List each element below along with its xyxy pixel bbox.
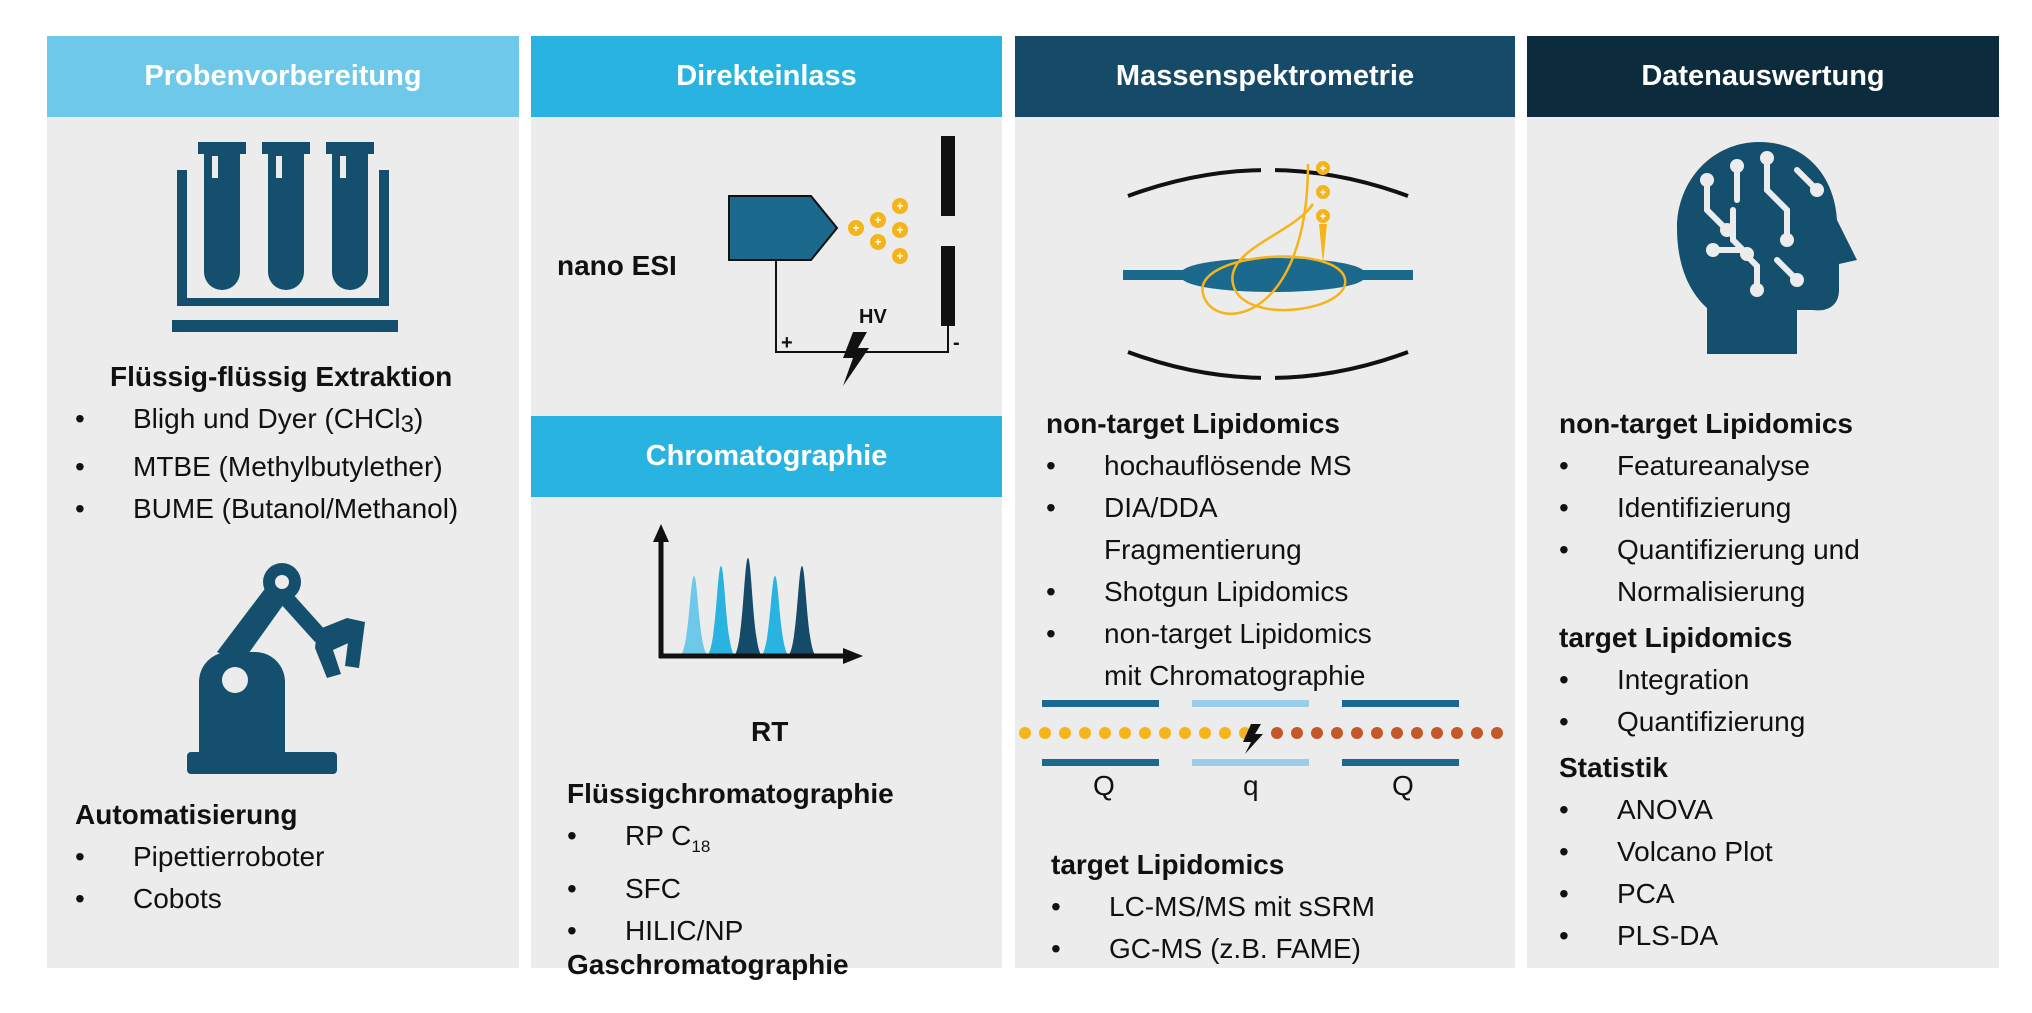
list-item: non-target Lipidomics mit Chromatographi… xyxy=(1046,613,1404,697)
section-statistik: Statistik xyxy=(1559,747,1668,789)
list-item: Integration xyxy=(1559,659,1805,701)
list-item: RP C18 xyxy=(567,815,743,868)
extraktion-list: Bligh und Dyer (CHCl3) MTBE (Methylbutyl… xyxy=(75,398,458,530)
section-title: target Lipidomics xyxy=(1051,849,1285,880)
section-title: target Lipidomics xyxy=(1559,622,1793,653)
list-item: Shotgun Lipidomics xyxy=(1046,571,1426,613)
triple-quadrupole-icon xyxy=(1019,700,1503,766)
section-target-ms: target Lipidomics xyxy=(1051,844,1284,886)
hv-label: HV xyxy=(859,306,887,328)
rt-axis-label: RT xyxy=(751,716,789,747)
non-target-daten-list: Featureanalyse Identifizierung Quantifiz… xyxy=(1559,445,1907,613)
column-header-chromatographie: Chromatographie xyxy=(531,416,1002,497)
list-item: PCA xyxy=(1559,873,1773,915)
list-item: ANOVA xyxy=(1559,789,1773,831)
list-item: Volcano Plot xyxy=(1559,831,1773,873)
section-title: Statistik xyxy=(1559,752,1668,783)
list-item: Quantifizierung xyxy=(1559,701,1805,743)
column-header-datenauswertung: Datenauswertung xyxy=(1527,36,1999,117)
chromatogram-icon xyxy=(653,524,863,664)
list-item: MTBE (Methylbutylether) xyxy=(75,446,458,488)
list-item: PLS-DA xyxy=(1559,915,1773,957)
target-ms-list: LC-MS/MS mit sSRM GC-MS (z.B. FAME) xyxy=(1051,886,1375,970)
nano-esi-diagram: + + + + + + xyxy=(728,136,955,386)
list-item: Identifizierung xyxy=(1559,487,1907,529)
test-tubes-icon xyxy=(172,142,398,332)
section-title: Automatisierung xyxy=(75,799,298,830)
svg-text:+: + xyxy=(896,199,903,213)
quad-label-q3: Q xyxy=(1392,770,1414,801)
section-gaschromatographie: Gaschromatographie xyxy=(567,944,849,986)
ion-icon xyxy=(848,198,908,264)
svg-text:+: + xyxy=(852,221,859,235)
minus-label: - xyxy=(953,332,960,354)
non-target-ms-list: hochauflösende MS DIA/DDA Fragmentierung… xyxy=(1046,445,1426,697)
list-item: SFC xyxy=(567,868,743,910)
list-item: Quantifizierung und Normalisierung xyxy=(1559,529,1907,613)
section-automatisierung: Automatisierung xyxy=(75,794,297,836)
quad-label-q2: q xyxy=(1243,770,1259,801)
column-header-probenvorbereitung: Probenvorbereitung xyxy=(47,36,519,117)
list-item: Bligh und Dyer (CHCl3) xyxy=(75,398,458,446)
svg-text:+: + xyxy=(1320,211,1326,223)
list-item: LC-MS/MS mit sSRM xyxy=(1051,886,1375,928)
quad-label-q1: Q xyxy=(1093,770,1115,801)
ion-beam xyxy=(1019,727,1251,739)
list-item: Pipettierroboter xyxy=(75,836,324,878)
statistik-list: ANOVA Volcano Plot PCA PLS-DA xyxy=(1559,789,1773,957)
section-title: non-target Lipidomics xyxy=(1046,408,1340,439)
section-title: Flüssigchromatographie xyxy=(567,778,894,809)
brain-head-icon xyxy=(1677,142,1857,354)
section-title: Flüssig-flüssig Extraktion xyxy=(110,361,453,392)
lightning-icon xyxy=(1243,724,1263,754)
list-item: hochauflösende MS xyxy=(1046,445,1426,487)
automatisierung-list: Pipettierroboter Cobots xyxy=(75,836,324,920)
list-item: DIA/DDA Fragmentierung xyxy=(1046,487,1344,571)
list-item: Featureanalyse xyxy=(1559,445,1907,487)
section-title: Gaschromatographie xyxy=(567,949,849,980)
column-probenvorbereitung: Probenvorbereitung Flüssig-flüssig Extra… xyxy=(47,36,519,968)
section-extraktion: Flüssig-flüssig Extraktion xyxy=(110,356,452,398)
svg-text:+: + xyxy=(896,223,903,237)
column-header-massenspektrometrie: Massenspektrometrie xyxy=(1015,36,1515,117)
target-daten-list: Integration Quantifizierung xyxy=(1559,659,1805,743)
column-header-direkteinlass: Direkteinlass xyxy=(531,36,1002,117)
plus-label: + xyxy=(781,332,793,354)
list-item: HILIC/NP xyxy=(567,910,743,952)
column-datenauswertung: Datenauswertung non-target Lipidomics Fe… xyxy=(1527,36,1999,968)
svg-text:+: + xyxy=(874,213,881,227)
section-fluessigchromatographie: Flüssigchromatographie xyxy=(567,773,894,815)
svg-text:+: + xyxy=(874,235,881,249)
list-item: GC-MS (z.B. FAME) xyxy=(1051,928,1375,970)
svg-text:+: + xyxy=(1320,163,1326,175)
svg-text:+: + xyxy=(896,249,903,263)
robot-arm-icon xyxy=(187,563,365,774)
section-target-daten: target Lipidomics xyxy=(1559,617,1792,659)
lc-list: RP C18 SFC HILIC/NP xyxy=(567,815,743,952)
orbitrap-icon: + + + xyxy=(1123,161,1413,380)
list-item: Cobots xyxy=(75,878,324,920)
column-massenspektrometrie: Massenspektrometrie + + + non-target Lipid… xyxy=(1015,36,1515,970)
lightning-icon xyxy=(843,332,869,386)
nano-esi-label: nano ESI xyxy=(557,250,677,281)
section-non-target-ms: non-target Lipidomics xyxy=(1046,403,1340,445)
section-non-target-daten: non-target Lipidomics xyxy=(1559,403,1853,445)
column-direkteinlass: Direkteinlass nano ESI + + + + + + HV + - Ch… xyxy=(531,36,1002,980)
list-item: BUME (Butanol/Methanol) xyxy=(75,488,458,530)
svg-text:+: + xyxy=(1320,187,1326,199)
section-title: non-target Lipidomics xyxy=(1559,408,1853,439)
